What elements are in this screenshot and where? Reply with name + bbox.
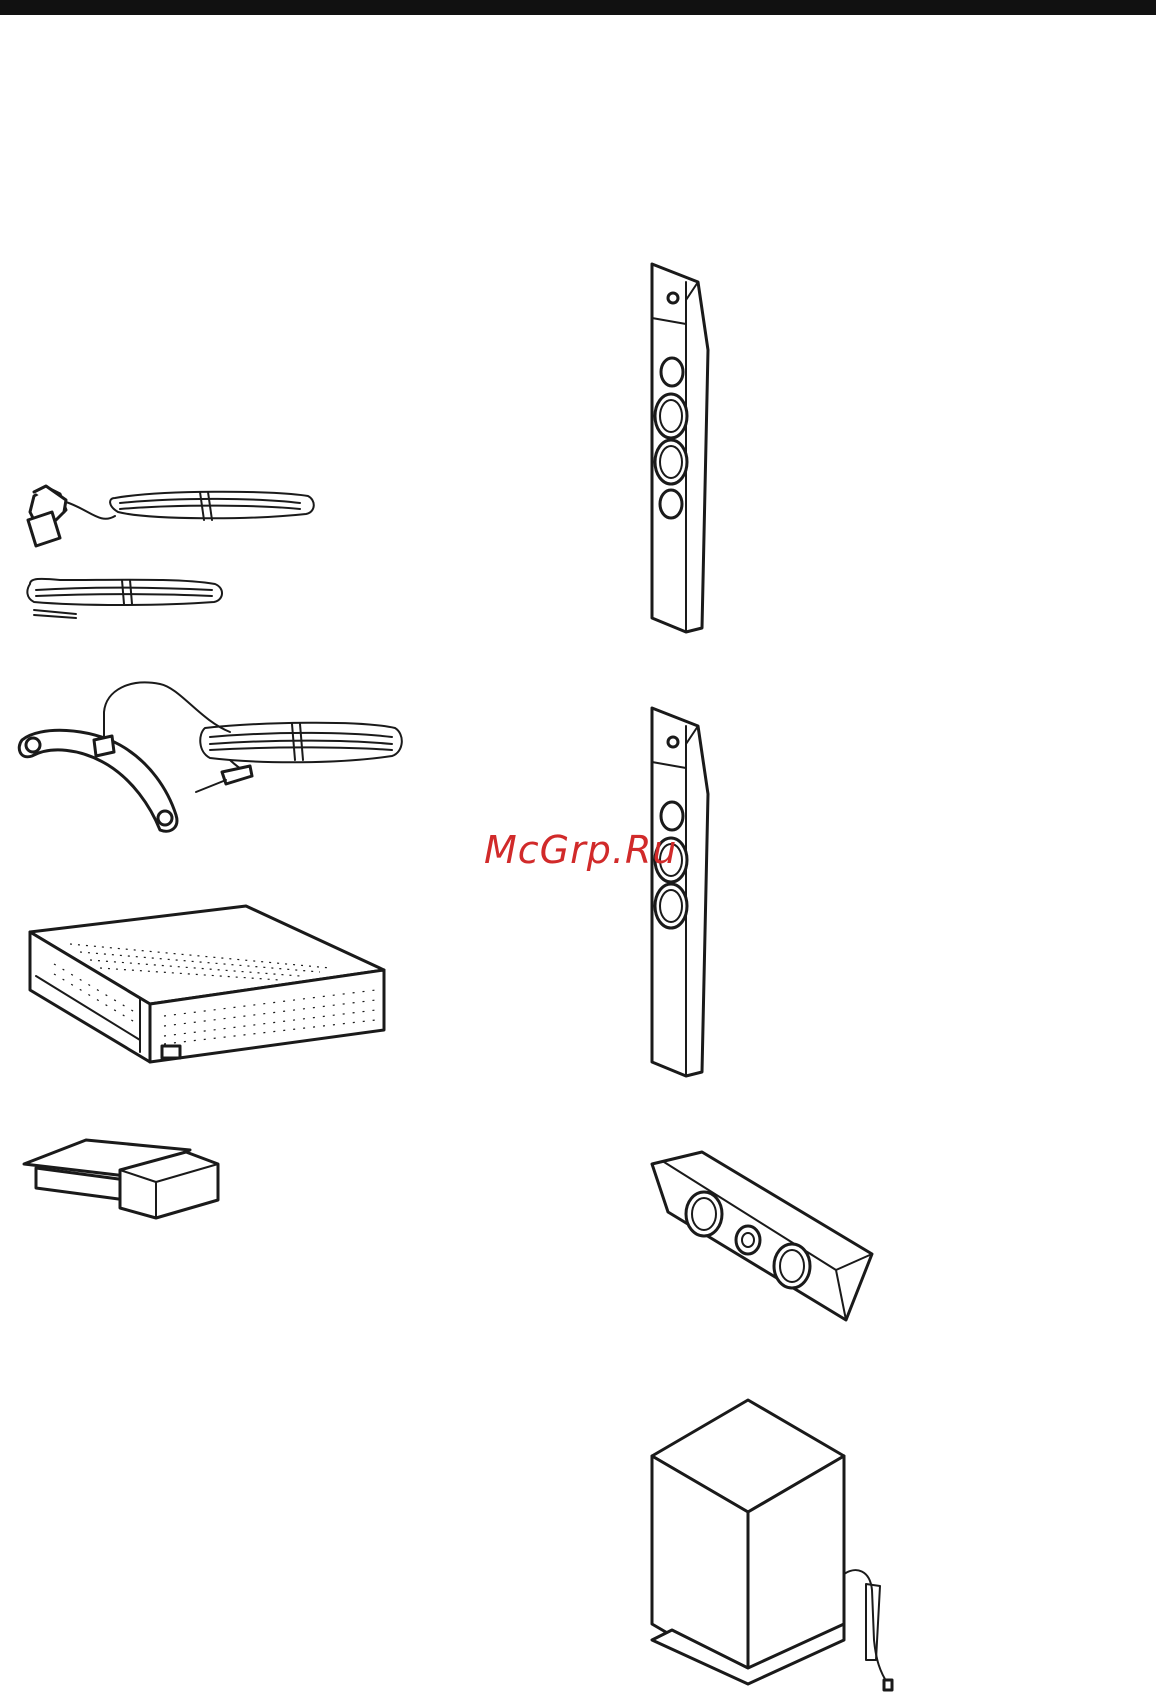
wireless-receiver-box-icon <box>30 906 384 1062</box>
wireless-dongle-icon <box>24 1140 218 1218</box>
subwoofer-icon <box>652 1400 892 1690</box>
speaker-cable-icon <box>27 579 222 618</box>
tower-speaker-icon <box>652 264 708 632</box>
calibration-microphone-icon <box>19 682 402 831</box>
watermark-text: McGrp.Ru <box>484 828 677 872</box>
center-speaker-icon <box>652 1152 872 1320</box>
fm-antenna-cable-icon <box>28 486 314 546</box>
tower-speaker-icon <box>652 708 708 1076</box>
